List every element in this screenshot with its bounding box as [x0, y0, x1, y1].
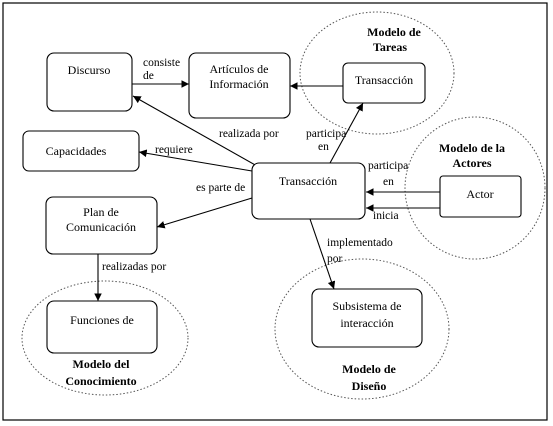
ellipse-modelo-tareas [299, 11, 455, 135]
model-actores-title-2: Actores [452, 156, 491, 170]
node-transaccion-tareas[interactable]: Transacción [342, 62, 426, 104]
node-transaccion-central-label: Transacción [279, 174, 337, 188]
node-plan-line2: Comunicación [66, 220, 136, 234]
model-diseno-title-2: Diseño [352, 379, 387, 393]
label-requiere: requiere [155, 144, 193, 156]
node-actor[interactable]: Actor [439, 175, 522, 218]
edge-transaccion-tareas [329, 102, 364, 164]
label-participa-actores-1: participa [368, 160, 408, 172]
label-es-parte-de: es parte de [196, 182, 245, 194]
ellipse-modelo-actores [404, 116, 546, 260]
model-diseno-title-1: Modelo de [342, 362, 396, 376]
node-plan-line1: Plan de [83, 205, 119, 219]
node-plan-comunicacion[interactable]: Plan de Comunicación [45, 196, 158, 255]
label-inicia: inicia [373, 210, 399, 222]
label-consiste-1: consiste [143, 57, 180, 69]
node-subsistema-interaccion[interactable]: Subsistema de interacción [311, 288, 423, 348]
label-realizadas-por: realizadas por [102, 261, 166, 273]
node-subsistema-line1: Subsistema de [333, 299, 402, 313]
ellipse-modelo-conocimiento [21, 280, 189, 396]
node-capacidades-label: Capacidades [46, 144, 107, 158]
edge-transaccion-subsistema [309, 218, 336, 290]
node-articulos-line1: Artículos de [210, 62, 269, 76]
node-funciones-label: Funciones de [70, 313, 134, 327]
edge-transaccion-capacidades [138, 149, 253, 172]
node-funciones[interactable]: Funciones de [46, 300, 158, 354]
ellipse-modelo-diseno [274, 258, 450, 400]
node-transaccion-central[interactable]: Transacción [251, 162, 366, 220]
node-capacidades[interactable]: Capacidades [22, 130, 140, 172]
node-articulos-line2: Información [209, 77, 268, 91]
label-consiste-2: de [143, 70, 154, 82]
model-actores-title-1: Modelo de la [439, 141, 505, 155]
model-tareas-title-2: Tareas [373, 40, 407, 54]
model-conocimiento-title-2: Conocimiento [65, 374, 136, 388]
label-implementado-1: implementado [327, 237, 393, 249]
label-realizada-por: realizada por [219, 128, 279, 140]
node-subsistema-line2: interacción [340, 316, 393, 330]
node-discurso[interactable]: Discurso [46, 52, 133, 112]
label-participa-actores-2: en [383, 176, 394, 188]
model-tareas-title-1: Modelo de [367, 25, 421, 39]
edge-transaccion-discurso [132, 95, 265, 171]
label-participa-tareas-1: participa [306, 128, 346, 140]
node-discurso-label: Discurso [68, 63, 111, 77]
node-transaccion-tareas-label: Transacción [355, 73, 413, 87]
label-participa-tareas-2: en [318, 141, 329, 153]
label-implementado-2: por [327, 253, 343, 265]
node-actor-label: Actor [466, 187, 493, 201]
model-conocimiento-title-1: Modelo del [73, 357, 131, 371]
node-articulos-informacion[interactable]: Artículos de Información [188, 52, 291, 119]
edge-transaccion-plan [156, 197, 253, 229]
diagram-frame [2, 2, 548, 421]
